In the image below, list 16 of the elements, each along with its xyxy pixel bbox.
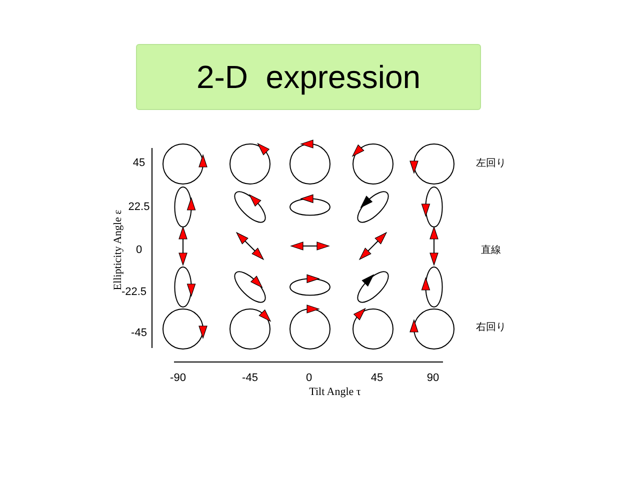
tick-label: -45 (131, 327, 147, 339)
title-banner: 2-D expression (136, 44, 481, 110)
tick-label: 0 (306, 372, 312, 384)
tick-label: -45 (242, 372, 258, 384)
tick-label: 22.5 (128, 201, 150, 213)
tick-label: 45 (132, 157, 146, 169)
polarization-label: 直線 (481, 244, 501, 257)
tick-label: 90 (426, 372, 440, 384)
polarization-label: 左回り (476, 157, 506, 170)
tick-label: -90 (170, 372, 186, 384)
tick-label: -22.5 (121, 286, 147, 298)
polarization-label: 右回り (476, 321, 506, 334)
tick-label: 0 (136, 244, 142, 256)
axis-title: Tilt Angle τ (309, 386, 361, 398)
axis-title: Ellipticity Angle ε (112, 210, 124, 290)
tick-label: 45 (370, 372, 384, 384)
